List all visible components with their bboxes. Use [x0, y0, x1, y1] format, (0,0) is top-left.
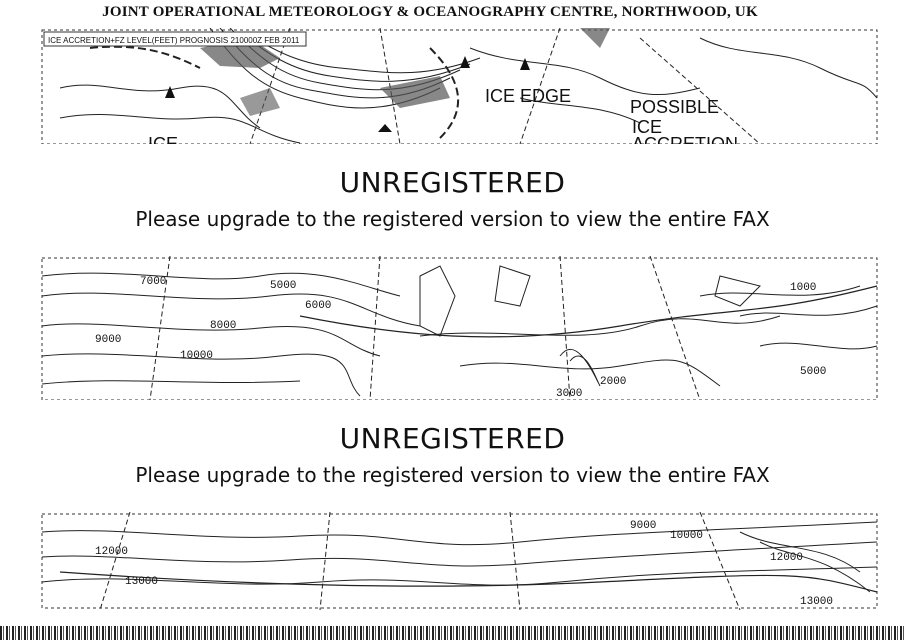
unregistered-title: UNREGISTERED [339, 166, 566, 199]
contour-label: 12000 [95, 546, 128, 558]
map-label-ice-left: ICE [148, 134, 178, 144]
contour-label: 7000 [140, 276, 166, 288]
map-top-svg: ICE ACCRETION+FZ LEVEL(FEET) PROGNOSIS 2… [41, 28, 878, 144]
contour-label: 6000 [305, 300, 331, 312]
map-middle-svg: 7000 5000 6000 8000 9000 10000 2000 3000… [41, 256, 878, 400]
contour-label: 13000 [125, 576, 158, 588]
unregistered-banner-2: UNREGISTERED Please upgrade to the regis… [0, 422, 905, 487]
map-label-ice: ICE [632, 117, 662, 137]
contour-label: 8000 [210, 320, 236, 332]
contour-label: 5000 [800, 366, 826, 378]
contour-label: 12000 [770, 552, 803, 564]
fax-footer-bar [0, 626, 905, 640]
contour-label: 9000 [630, 520, 656, 532]
map-label-ice-edge: ICE EDGE [485, 86, 571, 106]
contour-label: 13000 [800, 596, 833, 608]
contour-label: 10000 [180, 350, 213, 362]
fax-header-title: JOINT OPERATIONAL METEOROLOGY & OCEANOGR… [102, 4, 758, 20]
map-label-possible: POSSIBLE [630, 97, 719, 117]
map-strip-middle: 7000 5000 6000 8000 9000 10000 2000 3000… [0, 256, 905, 400]
contour-label: 5000 [270, 280, 296, 292]
unregistered-title: UNREGISTERED [339, 422, 566, 455]
contour-label: 1000 [790, 282, 816, 294]
map-bottom-svg: 12000 13000 9000 10000 12000 13000 [41, 512, 878, 610]
map-strip-bottom: 12000 13000 9000 10000 12000 13000 [0, 512, 905, 610]
map-strip-top: ICE ACCRETION+FZ LEVEL(FEET) PROGNOSIS 2… [0, 28, 905, 144]
unregistered-subtitle: Please upgrade to the registered version… [135, 207, 770, 231]
contour-label: 3000 [556, 388, 582, 400]
contour-label: 10000 [670, 530, 703, 542]
contour-label: 9000 [95, 334, 121, 346]
contour-label: 2000 [600, 376, 626, 388]
map-label-accretion: ACCRETION [632, 134, 738, 144]
unregistered-subtitle: Please upgrade to the registered version… [135, 463, 770, 487]
unregistered-banner-1: UNREGISTERED Please upgrade to the regis… [0, 166, 905, 231]
map-chart-label: ICE ACCRETION+FZ LEVEL(FEET) PROGNOSIS 2… [48, 36, 300, 45]
